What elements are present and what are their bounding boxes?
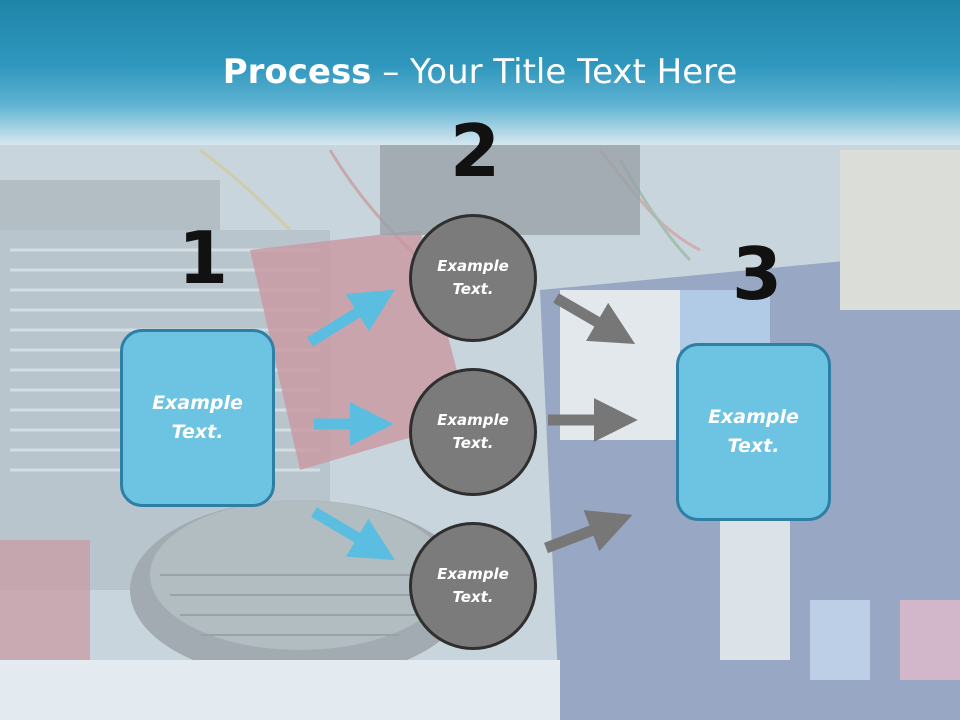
box-step-1-text: Example Text. [152,392,243,443]
title-bold: Process [222,52,372,92]
step-number-1: 1 [178,216,229,300]
circle-step-2-bottom: Example Text. [409,522,537,650]
page-title: Process – Your Title Text Here [0,52,960,92]
circle-middle-text: Example Text. [437,411,509,452]
circle-step-2-middle: Example Text. [409,368,537,496]
box-step-1: Example Text. [120,329,275,507]
step-number-2: 2 [450,109,501,193]
box-step-3: Example Text. [676,343,831,521]
title-band [0,0,960,145]
box-step-3-text: Example Text. [708,406,799,457]
circle-step-2-top: Example Text. [409,214,537,342]
title-rest: – Your Title Text Here [371,52,738,92]
circle-bottom-text: Example Text. [437,565,509,606]
step-number-3: 3 [732,232,783,316]
circle-top-text: Example Text. [437,257,509,298]
